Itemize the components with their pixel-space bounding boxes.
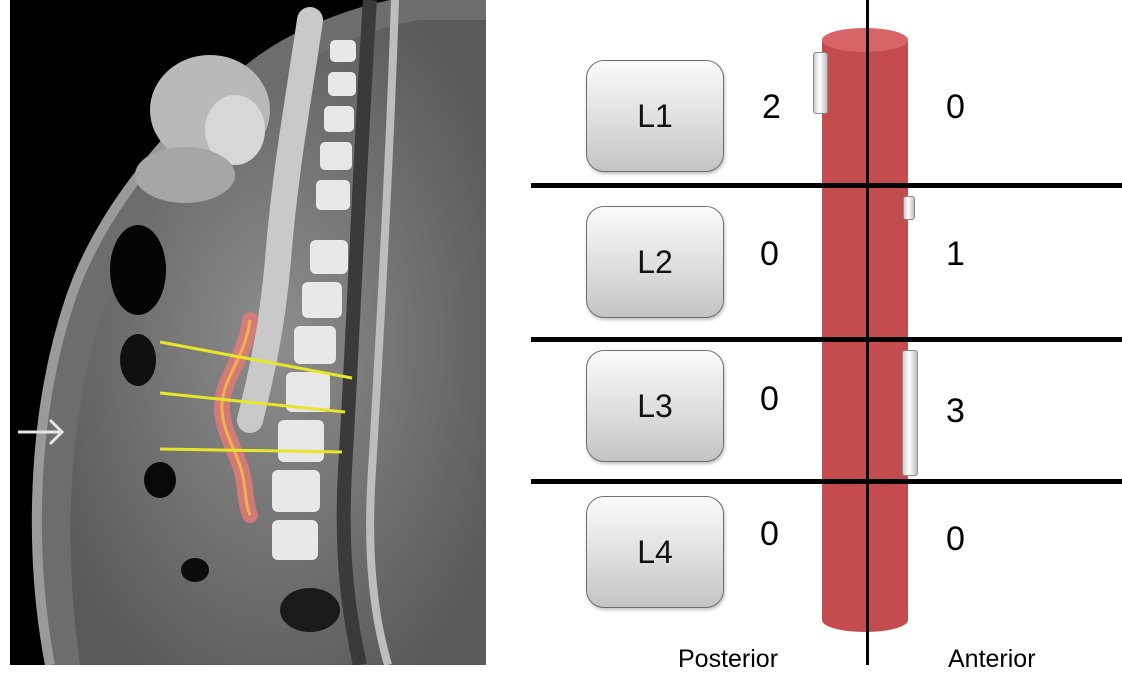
anterior-score-l3: 3 [946,392,965,431]
plaque-l2-anterior [903,196,915,220]
posterior-axis-label: Posterior [678,645,778,674]
level-divider-1 [531,183,1122,188]
anterior-score-l2: 1 [946,235,965,274]
anterior-score-l4: 0 [946,520,965,559]
anterior-score-l1: 0 [946,88,965,127]
ct-scan-graphic [10,0,486,665]
ct-sagittal-image [10,0,486,665]
vessel-cylinder-top [822,28,908,52]
vessel-cylinder-bottom [822,608,908,632]
anterior-axis-label: Anterior [948,645,1036,674]
posterior-score-l4: 0 [760,515,779,554]
posterior-score-l2: 0 [760,235,779,274]
level-label-l4: L4 [586,496,724,608]
level-label-l3: L3 [586,350,724,462]
plaque-l3-anterior [902,350,918,476]
midline-divider [866,0,869,665]
posterior-score-l1: 2 [762,88,781,127]
vessel-cylinder [822,40,908,620]
plaque-l1-posterior [813,52,828,114]
level-label-l1: L1 [586,60,724,172]
level-label-l2: L2 [586,206,724,318]
posterior-score-l3: 0 [760,380,779,419]
level-divider-3 [531,479,1122,484]
level-divider-2 [531,337,1122,342]
